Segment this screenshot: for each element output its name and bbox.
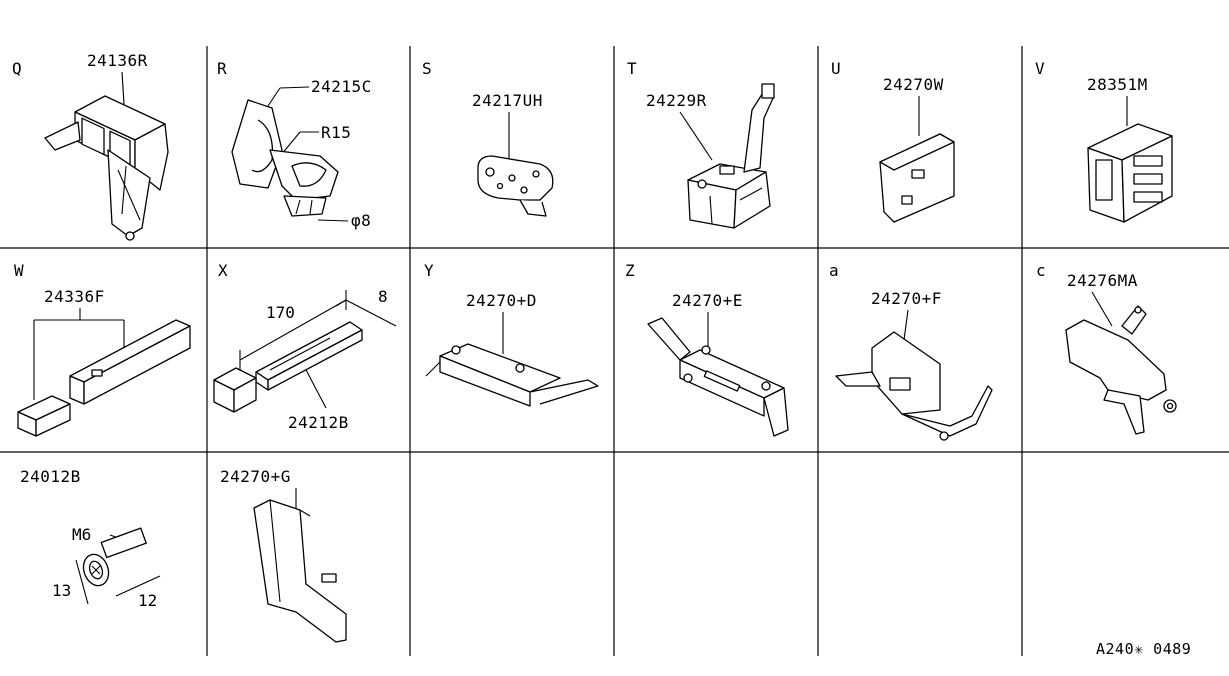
bracket-drawing-a [835,331,993,441]
dimension-label: 170 [266,303,295,322]
cell-a: a 24270+F [829,261,993,441]
part-number: 24270+G [220,467,291,486]
cell-s: S 24217UH [422,59,554,217]
part-number: 24276MA [1067,271,1138,290]
bolt-drawing [82,527,147,587]
cell-letter: Z [625,261,635,280]
dimension-label: 12 [138,591,157,610]
bracket-drawing-g [253,499,347,643]
cell-letter: U [831,59,841,78]
cell-z: Z 24270+E [625,261,789,437]
cell-letter: Q [12,59,22,78]
dimension-label: 8 [378,287,388,306]
bracket-drawing-z [647,317,789,437]
tie-drawing-x [213,321,363,413]
tube-drawing-w [17,319,191,437]
part-number: 24136R [87,51,148,70]
cell-letter: V [1035,59,1045,78]
part-number: 24217UH [472,91,543,110]
bracket-drawing-y [425,343,599,407]
thread-label: M6 [72,525,91,544]
part-number: 24012B [20,467,81,486]
cell-bolt: 24012B M6 13 12 [20,467,161,610]
dimension-label: 13 [52,581,71,600]
cell-letter: Y [424,261,434,280]
cell-letter: a [829,261,839,280]
bracket-drawing-t [687,83,775,229]
part-number: 24212B [288,413,349,432]
grid-lines [0,46,1229,656]
part-number: φ8 [351,211,371,230]
part-number: 28351M [1087,75,1148,94]
connector-drawing-v [1087,123,1173,223]
cell-u: U 24270W [831,59,955,223]
clip-drawing-u [879,133,955,223]
part-number: R15 [321,123,351,142]
cell-q: Q 24136R [12,51,169,241]
cell-letter: R [217,59,227,78]
part-number: 24215C [311,77,372,96]
cell-c: c 24276MA [1036,261,1177,435]
cell-w: W 24336F [14,261,191,437]
clip-drawing-r [231,99,339,217]
cell-letter: c [1036,261,1046,280]
plate-drawing-s [477,155,554,217]
cell-r: R 24215C R15 φ8 [217,59,372,230]
cell-letter: T [627,59,637,78]
part-number: 24270+D [466,291,537,310]
cell-y: Y 24270+D [424,261,599,407]
cell-letter: S [422,59,432,78]
cell-x: X 170 8 24212B [213,261,397,432]
cell-v: V 28351M [1035,59,1173,223]
part-number: 24270+F [871,289,942,308]
cell-letter: W [14,261,24,280]
bracket-drawing-c [1065,305,1177,435]
cell-bracket-g: 24270+G [220,467,347,643]
bracket-drawing-q [44,95,169,241]
part-number: 24270W [883,75,944,94]
part-number: 24336F [44,287,105,306]
part-number: 24270+E [672,291,743,310]
cell-t: T 24229R [627,59,775,229]
part-number: 24229R [646,91,707,110]
cell-letter: X [218,261,228,280]
reference-code: A240✳ 0489 [1096,640,1191,658]
